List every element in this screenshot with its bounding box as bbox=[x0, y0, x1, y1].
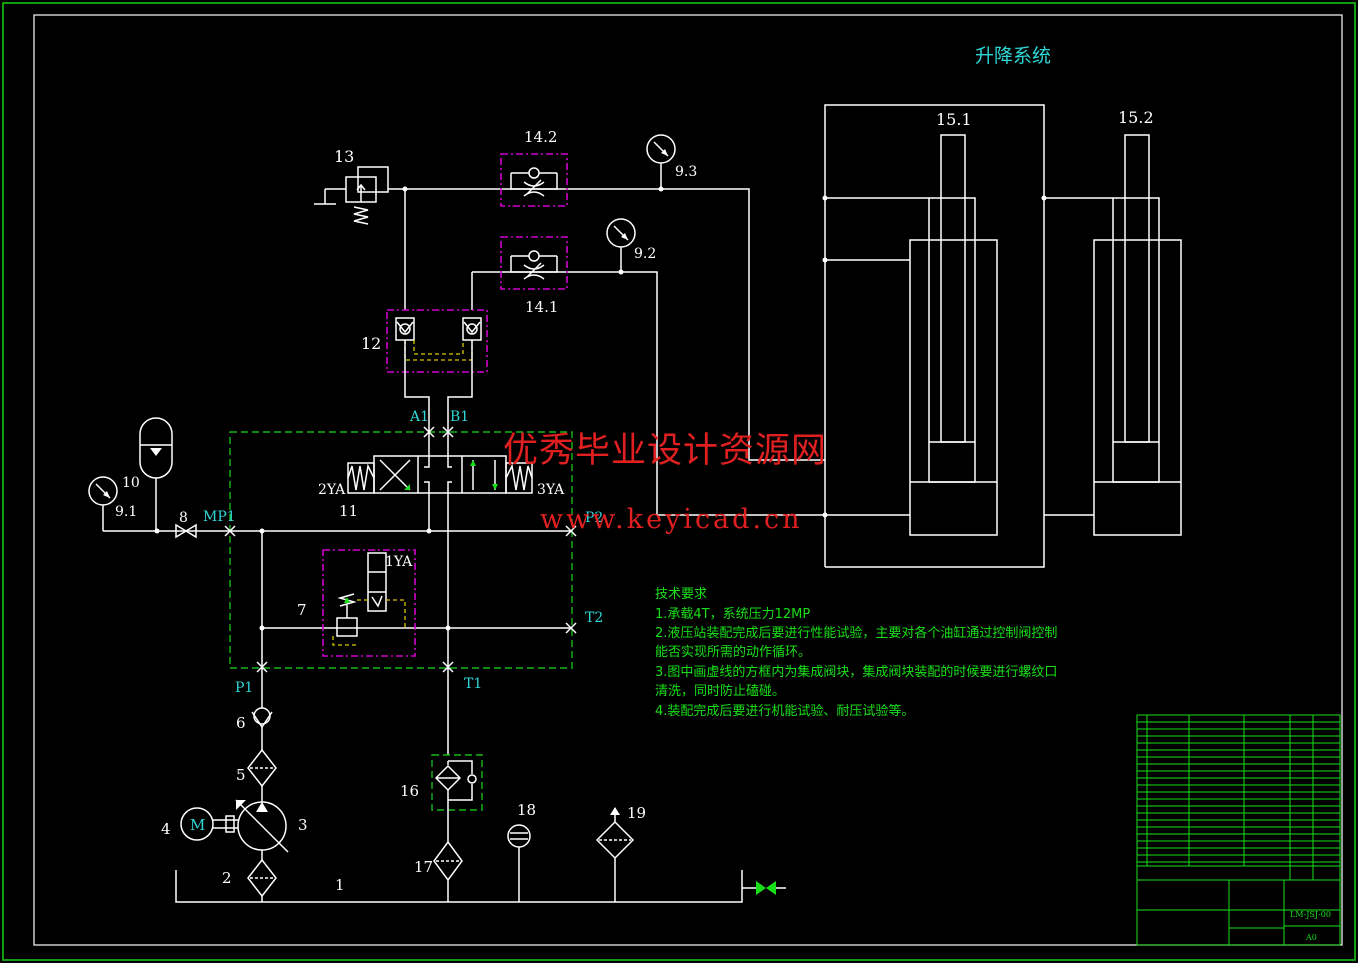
cylinder-15-1 bbox=[909, 134, 998, 536]
cylinder-connections bbox=[822, 195, 1113, 518]
label-18: 18 bbox=[517, 801, 536, 819]
line-a1 bbox=[404, 372, 430, 432]
label-14-1: 14.1 bbox=[525, 298, 558, 316]
port-mp1: MP1 bbox=[203, 509, 236, 525]
cylinder-15-2 bbox=[1093, 134, 1182, 536]
lift-cylinder-frame bbox=[824, 104, 1045, 568]
port-t2: T2 bbox=[585, 610, 603, 626]
port-a1: A1 bbox=[409, 409, 429, 425]
drain-valve bbox=[742, 881, 786, 895]
watermark-line-1: 优秀毕业设计资源网 bbox=[503, 431, 827, 471]
return-filter-17 bbox=[433, 840, 463, 902]
notes-heading: 技术要求 bbox=[655, 587, 707, 602]
block-internal-lines bbox=[103, 528, 571, 668]
variable-pump-3 bbox=[235, 799, 289, 860]
label-4: 4 bbox=[161, 820, 171, 838]
label-1: 1 bbox=[335, 876, 345, 894]
port-p1: P1 bbox=[235, 680, 253, 696]
notes-line-1: 1.承载4T，系统压力12MP bbox=[655, 607, 810, 622]
port-b1: B1 bbox=[450, 409, 469, 425]
oil-tank-1 bbox=[175, 870, 743, 903]
port-p2: P2 bbox=[585, 510, 603, 526]
integrated-valve-block bbox=[229, 431, 573, 669]
throttle-check-valve-14-2 bbox=[500, 153, 568, 207]
notes-line-2b: 能否实现所需的动作循环。 bbox=[655, 644, 811, 660]
label-11: 11 bbox=[339, 502, 358, 520]
label-12: 12 bbox=[361, 334, 381, 353]
label-13: 13 bbox=[334, 147, 354, 166]
pressure-gauge-9-1 bbox=[88, 476, 118, 531]
label-5: 5 bbox=[236, 766, 246, 784]
label-10: 10 bbox=[122, 475, 140, 491]
label-7: 7 bbox=[297, 601, 307, 619]
sheet-size: A0 bbox=[1305, 933, 1317, 942]
label-2ya: 2YA bbox=[318, 482, 346, 498]
label-3: 3 bbox=[298, 816, 308, 834]
drawing-number: LM-JSJ-00 bbox=[1290, 910, 1331, 919]
cooler-16 bbox=[431, 754, 483, 842]
pressure-gauge-9-2 bbox=[606, 218, 636, 272]
title-block: LM-JSJ-00 A0 bbox=[1136, 714, 1341, 946]
notes-line-3b: 清洗，同时防止磕碰。 bbox=[655, 683, 785, 699]
motor-4: M bbox=[180, 807, 238, 841]
check-valve-6 bbox=[251, 707, 273, 750]
watermark-line-2: www.keyicad.cn bbox=[540, 504, 803, 535]
line-b1 bbox=[447, 372, 473, 432]
label-15-2: 15.2 bbox=[1118, 108, 1154, 127]
technical-notes: 技术要求 1.承载4T，系统压力12MP 2.液压站装配完成后要进行性能试验，主… bbox=[655, 587, 1057, 719]
pressure-lines bbox=[402, 186, 825, 516]
label-9-1: 9.1 bbox=[115, 504, 137, 520]
inner-frame bbox=[33, 14, 1343, 946]
label-3ya: 3YA bbox=[537, 482, 565, 498]
diagram-title: 升降系统 bbox=[975, 45, 1051, 67]
suction-filter-2 bbox=[247, 858, 277, 902]
label-1ya: 1YA bbox=[385, 554, 413, 570]
motor-symbol: M bbox=[190, 816, 205, 834]
throttle-check-valve-14-1 bbox=[500, 236, 568, 290]
label-17: 17 bbox=[414, 858, 433, 876]
shutoff-valve-8 bbox=[175, 523, 197, 539]
label-9-3: 9.3 bbox=[675, 164, 697, 180]
directional-valve-11 bbox=[347, 432, 533, 668]
notes-line-3a: 3.图中画虚线的方框内为集成阀块，集成阀块装配的时候要进行螺纹口 bbox=[655, 664, 1057, 680]
label-14-2: 14.2 bbox=[524, 128, 557, 146]
electromagnetic-relief-valve-7 bbox=[322, 549, 416, 657]
label-8: 8 bbox=[179, 510, 188, 526]
notes-line-4: 4.装配完成后要进行机能试验、耐压试验等。 bbox=[655, 703, 914, 719]
label-2: 2 bbox=[222, 869, 232, 887]
label-6: 6 bbox=[236, 714, 246, 732]
relief-valve-13 bbox=[314, 166, 405, 225]
label-19: 19 bbox=[627, 804, 646, 822]
filter-5 bbox=[247, 748, 277, 802]
hydraulic-lock-12 bbox=[386, 309, 488, 373]
port-t1: T1 bbox=[464, 676, 482, 692]
air-filter-19 bbox=[595, 807, 635, 902]
label-16: 16 bbox=[400, 782, 419, 800]
level-gauge-18 bbox=[507, 824, 531, 902]
notes-line-2a: 2.液压站装配完成后要进行性能试验，主要对各个油缸通过控制阀控制 bbox=[655, 625, 1057, 641]
label-9-2: 9.2 bbox=[634, 246, 656, 262]
label-15-1: 15.1 bbox=[936, 110, 972, 129]
accumulator-10 bbox=[139, 417, 173, 531]
pressure-gauge-9-3 bbox=[646, 134, 676, 189]
